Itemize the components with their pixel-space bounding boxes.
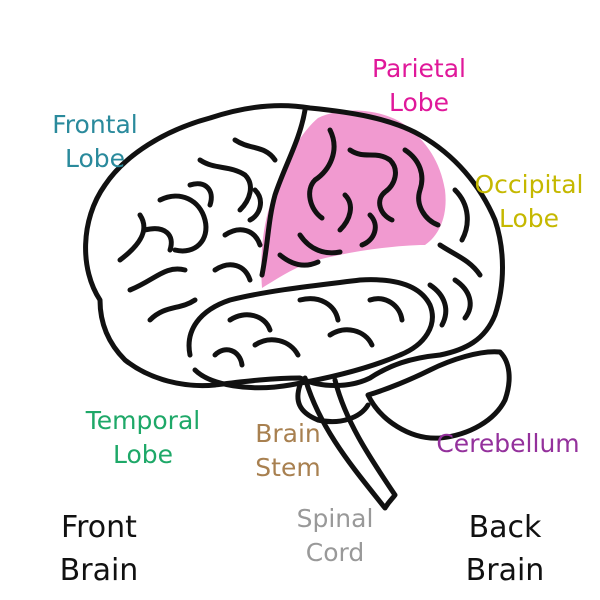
frontal-lobe-label: Frontal Lobe (52, 110, 138, 173)
occipital-lobe-label: Occipital Lobe (474, 170, 584, 233)
brain-stem-label: Brain Stem (255, 419, 321, 482)
spinal-cord (302, 375, 398, 511)
spinal-cord-label: Spinal Cord (296, 504, 374, 567)
cerebellum-label: Cerebellum (436, 429, 580, 458)
back-brain-label: Back Brain (465, 510, 545, 588)
brain-stem (295, 382, 371, 425)
parietal-lobe-label: Parietal Lobe (372, 54, 466, 117)
temporal-lobe-outline (186, 277, 435, 391)
temporal-lobe-label: Temporal Lobe (85, 406, 201, 469)
cerebellum (365, 349, 512, 441)
brain-folds (117, 107, 483, 368)
front-brain-label: Front Brain (59, 510, 139, 588)
